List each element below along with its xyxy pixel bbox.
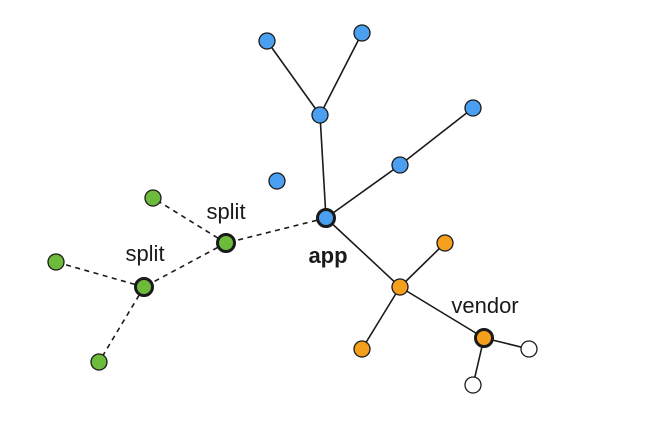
node-split-root: [134, 277, 154, 297]
node-vendor-leaf: [353, 340, 371, 358]
edge-split2-to-g-bottom: [98, 286, 145, 363]
node-split-leaf: [90, 353, 108, 371]
node-app-hub-top: [311, 106, 329, 124]
node-app-root: [316, 208, 336, 228]
edge-o-hub-to-o-down: [361, 286, 401, 350]
edge-b-right-to-b-far-r: [399, 107, 474, 166]
labels-layer: app vendor split split: [125, 199, 518, 318]
node-split-leaf: [144, 189, 162, 207]
edges-layer: [55, 32, 530, 386]
node-vendor-hub: [391, 278, 409, 296]
vendor-label: vendor: [451, 293, 518, 318]
edge-app-to-o-hub: [325, 217, 401, 288]
node-app-leaf: [258, 32, 276, 50]
edge-o-hub-to-vendor: [399, 286, 485, 339]
edge-split2-to-g-left: [55, 261, 145, 288]
node-app-leaf: [353, 24, 371, 42]
split-label-lower: split: [125, 241, 164, 266]
edge-app-to-b-right: [325, 164, 401, 219]
nodes-layer: [47, 24, 538, 394]
edge-b-mid-to-b-top-l: [266, 40, 321, 116]
split-label-upper: split: [206, 199, 245, 224]
edge-app-to-split1: [225, 217, 327, 244]
edge-b-mid-to-b-top-r: [319, 32, 363, 116]
node-vendor-leaf: [436, 234, 454, 252]
edge-split1-to-g-up: [152, 197, 227, 244]
edge-split1-to-split2: [143, 242, 227, 288]
edge-app-to-b-mid: [319, 114, 327, 219]
node-app-leaf: [464, 99, 482, 117]
node-app-leaf: [268, 172, 286, 190]
app-label: app: [308, 243, 347, 268]
node-vendor-root: [474, 328, 494, 348]
node-app-hub-right: [391, 156, 409, 174]
edge-o-hub-to-o-up: [399, 242, 446, 288]
node-external: [520, 340, 538, 358]
node-split-root: [216, 233, 236, 253]
node-external: [464, 376, 482, 394]
node-split-leaf: [47, 253, 65, 271]
